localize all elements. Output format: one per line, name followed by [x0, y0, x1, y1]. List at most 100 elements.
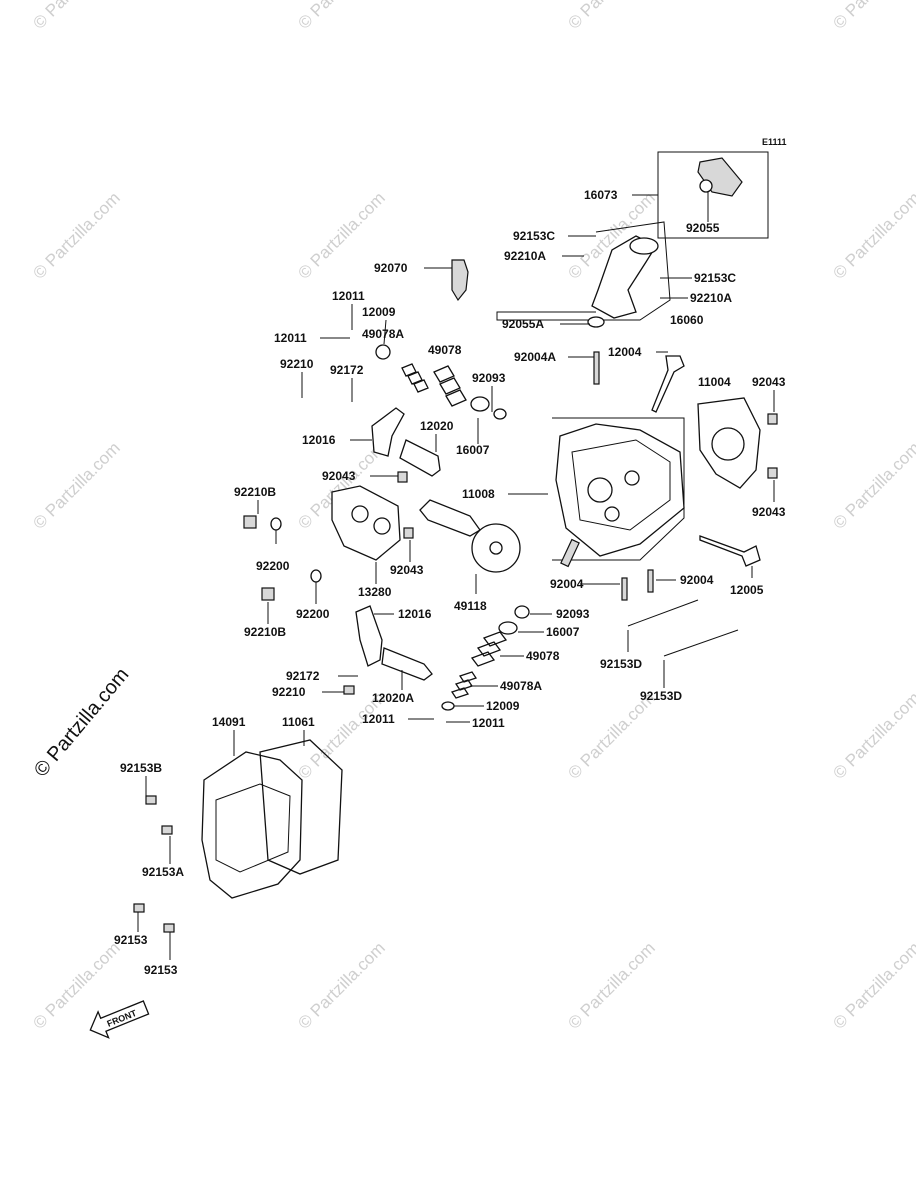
part-label: 49078	[526, 649, 560, 663]
part-label: 92043	[752, 505, 786, 519]
stud-bolt	[593, 351, 600, 385]
part-label: 92153D	[640, 689, 682, 703]
part-label: 92093	[472, 371, 506, 385]
part-label: 92153C	[513, 229, 555, 243]
cover-bolt	[145, 795, 157, 805]
part-label: 92210A	[504, 249, 546, 263]
part-label: 16060	[670, 313, 704, 327]
front-direction-arrow: FRONT	[89, 1000, 150, 1039]
part-label: 92043	[390, 563, 424, 577]
part-label: 92200	[256, 559, 290, 573]
watermark: © Partzilla.com	[829, 0, 916, 33]
valve-port	[604, 506, 620, 522]
part-label: 11008	[462, 487, 495, 501]
part-label: 92172	[330, 363, 364, 377]
part-label: 49078A	[500, 679, 542, 693]
intake-pipe	[591, 235, 657, 319]
cover-bolt	[163, 923, 175, 933]
camshaft	[419, 499, 481, 537]
part-label: 92043	[322, 469, 356, 483]
leader-lines	[137, 192, 775, 960]
valve-spring-inner	[450, 671, 478, 699]
watermark: © Partzilla.com	[829, 688, 916, 782]
part-labels: 16073 92055 92153C 92210A 92153C 92210A …	[114, 188, 786, 977]
rocker-shaft	[399, 439, 441, 477]
part-label: 12011	[472, 716, 505, 730]
sprocket-hub	[489, 541, 503, 555]
intake-valve	[651, 355, 685, 413]
cover-gasket	[259, 739, 343, 875]
intake-flange	[629, 237, 659, 255]
part-label: 92153	[114, 933, 148, 947]
washer	[310, 569, 322, 583]
o-ring	[699, 179, 713, 193]
valve-seal	[441, 701, 455, 711]
cotter	[493, 408, 507, 420]
valve-seal	[375, 344, 391, 360]
part-label: 92055	[686, 221, 720, 235]
valve-port	[624, 470, 640, 486]
watermark: © Partzilla.com	[829, 188, 916, 282]
valve-spring-inner	[401, 363, 429, 393]
part-label: 92153B	[120, 761, 162, 775]
cover-bolt	[133, 903, 145, 913]
part-label: 16007	[546, 625, 580, 639]
diagram-code: E1111	[762, 137, 787, 147]
part-label: 12004	[608, 345, 642, 359]
valve-spring-outer	[470, 631, 508, 667]
cotter	[514, 605, 530, 619]
part-label: 92210	[280, 357, 314, 371]
nut	[243, 515, 257, 529]
valve-retainer	[470, 396, 490, 412]
watermark: © Partzilla.com	[829, 938, 916, 1032]
part-label: 12020A	[372, 691, 414, 705]
holder-bore	[373, 517, 391, 535]
gasket-bore	[711, 427, 745, 461]
part-label: 92153C	[694, 271, 736, 285]
part-label: 92210	[272, 685, 306, 699]
part-label: 14091	[212, 715, 246, 729]
rocker-arm	[371, 407, 405, 457]
spark-plug	[451, 259, 469, 302]
part-label: 49078A	[362, 327, 404, 341]
cylinder-head-cover	[201, 751, 303, 899]
part-label: 16007	[456, 443, 490, 457]
dowel-pin	[397, 471, 408, 483]
part-label: 92210A	[690, 291, 732, 305]
rocker-arm	[355, 605, 383, 667]
combustion-chamber	[587, 477, 613, 503]
part-label: 49118	[454, 599, 487, 613]
valve-retainer	[498, 621, 518, 635]
part-label: 11004	[698, 375, 731, 389]
part-label: 92004A	[514, 350, 556, 364]
washer	[270, 517, 282, 531]
exhaust-valve-stem	[560, 538, 580, 568]
watermark: © Partzilla.com	[29, 438, 123, 532]
cylinder-head	[555, 423, 685, 557]
part-label: 92200	[296, 607, 330, 621]
exhaust-valve	[699, 535, 761, 567]
dowel-pin	[767, 467, 778, 479]
watermark-large: © Partzilla.com	[30, 664, 133, 781]
front-arrow-icon	[89, 1000, 150, 1039]
watermark: © Partzilla.com	[294, 0, 388, 33]
rocker-shaft	[381, 647, 433, 681]
part-label: 12020	[420, 419, 454, 433]
dowel-pin	[403, 527, 414, 539]
holder-bore	[351, 505, 369, 523]
part-label: 92153D	[600, 657, 642, 671]
watermark: © Partzilla.com	[564, 0, 658, 33]
watermark: © Partzilla.com	[829, 438, 916, 532]
part-label: 12011	[362, 712, 395, 726]
part-label: 92004	[680, 573, 714, 587]
camshaft-holder	[331, 485, 401, 561]
part-label: 92004	[550, 577, 584, 591]
part-label: 92210B	[244, 625, 286, 639]
long-bolt	[627, 599, 699, 627]
part-label: 92043	[752, 375, 786, 389]
small-bolt	[343, 685, 355, 695]
part-label: 12011	[332, 289, 365, 303]
part-label: 12016	[302, 433, 336, 447]
part-label: 92093	[556, 607, 590, 621]
part-label: 12005	[730, 583, 764, 597]
